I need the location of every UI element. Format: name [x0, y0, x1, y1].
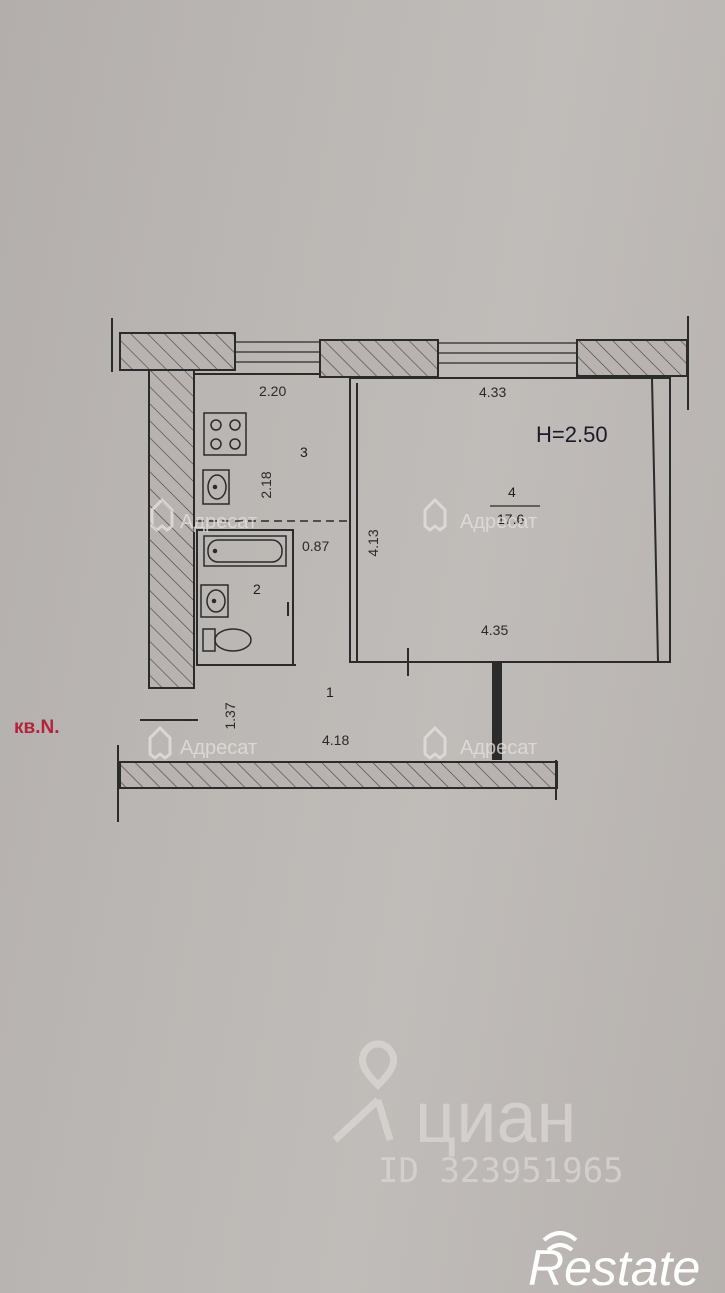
room-number-2: 2	[253, 581, 261, 597]
windows	[235, 341, 577, 364]
bathroom-walls	[196, 529, 294, 666]
restate-logo: Restate	[528, 1231, 700, 1293]
room-4-area: 17.6	[497, 511, 524, 527]
adresat-watermark-text: Адресат	[180, 737, 257, 759]
wall-bottom	[119, 761, 558, 789]
wall-top-left	[119, 332, 236, 371]
restate-logo-text: Restate	[528, 1240, 700, 1293]
adresat-watermark-text: Адресат	[180, 511, 257, 533]
ceiling-height-label: H=2.50	[536, 422, 608, 447]
bathroom-sink-icon	[200, 584, 229, 618]
adresat-watermark-1: Адресат	[150, 498, 257, 533]
cian-watermark: циан ID 323951965	[332, 1040, 624, 1191]
wall-top-middle	[319, 339, 439, 378]
cian-id-text: ID 323951965	[378, 1151, 624, 1191]
interior-walls	[140, 373, 671, 760]
adresat-watermark-2: Адресат	[423, 498, 537, 533]
location-pin-icon	[332, 1040, 398, 1143]
living-room-walls	[349, 377, 671, 663]
dim-kitchen-width: 2.20	[259, 383, 286, 399]
bathtub-icon	[203, 535, 287, 567]
room-number-4: 4	[508, 484, 516, 500]
restate-signal-icon	[542, 1231, 578, 1252]
dim-kitchen-depth: 2.18	[258, 471, 274, 498]
room-number-1: 1	[326, 684, 334, 700]
dim-room-depth: 4.13	[365, 529, 381, 556]
room-number-3: 3	[300, 444, 308, 460]
kitchen-sink-icon	[202, 469, 230, 505]
stove-icon	[203, 412, 247, 456]
dim-hall-depth: 1.37	[222, 702, 238, 729]
dim-room-bottom-width: 4.35	[481, 622, 508, 638]
cian-brand-text: циан	[415, 1078, 576, 1158]
adresat-watermark-3: Адресат	[148, 726, 257, 760]
adresat-watermark-4: Адресат	[423, 726, 537, 760]
wall-top-right	[576, 339, 688, 377]
toilet-icon	[202, 628, 252, 652]
dim-room-top-width: 4.33	[479, 384, 506, 400]
adresat-watermark-text: Адресат	[460, 511, 537, 533]
dim-bath-gap: 0.87	[302, 538, 329, 554]
apartment-label: кв.N.	[14, 717, 59, 738]
adresat-watermark-text: Адресат	[460, 737, 537, 759]
exterior-walls	[111, 316, 689, 822]
dim-hall-width: 4.18	[322, 732, 349, 748]
